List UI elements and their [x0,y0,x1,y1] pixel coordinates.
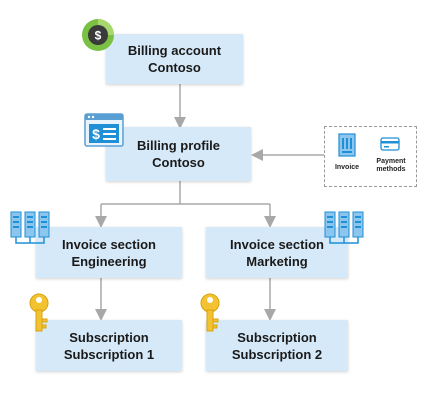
invoice-document-icon [338,133,356,157]
billing-profile-name: Contoso [152,155,205,170]
invoice-section-marketing-name: Marketing [246,253,308,269]
subscription-1-node: Subscription Subscription 1 [36,320,182,371]
invoice-section-marketing-title: Invoice section [230,236,324,252]
invoice-payment-legend: Invoice Payment methods [324,126,417,187]
billing-account-name: Contoso [148,60,201,75]
svg-text:$: $ [92,126,100,142]
subscription-2-node: Subscription Subscription 2 [206,320,348,371]
payment-methods-line2: methods [376,166,406,173]
billing-profile-node: Billing profile Contoso [106,127,251,181]
dollar-coin-icon: $ [82,19,114,51]
key-icon [29,293,49,332]
invoice-section-engineering-name: Engineering [71,253,147,269]
subscription-2-title: Subscription [237,329,317,345]
billing-statement-icon: $ [84,113,124,147]
payment-methods-label: Payment methods [368,158,414,174]
key-icon [200,293,220,332]
payment-methods-line1: Payment [376,158,406,165]
billing-account-title: Billing account [127,43,222,58]
subscription-2-name: Subscription 2 [231,346,323,362]
credit-card-icon [380,137,400,151]
server-rack-icon [324,211,364,244]
invoice-section-engineering-title: Invoice section [62,236,156,252]
svg-text:$: $ [95,29,102,43]
invoice-section-marketing-node: Invoice section Marketing [206,227,348,278]
billing-profile-title: Billing profile [136,138,221,153]
subscription-1-name: Subscription 1 [63,346,155,362]
invoice-label: Invoice [334,164,360,171]
subscription-1-title: Subscription [69,329,149,345]
invoice-section-engineering-node: Invoice section Engineering [36,227,182,278]
server-rack-icon [10,211,50,244]
billing-account-node: Billing account Contoso [106,34,243,84]
